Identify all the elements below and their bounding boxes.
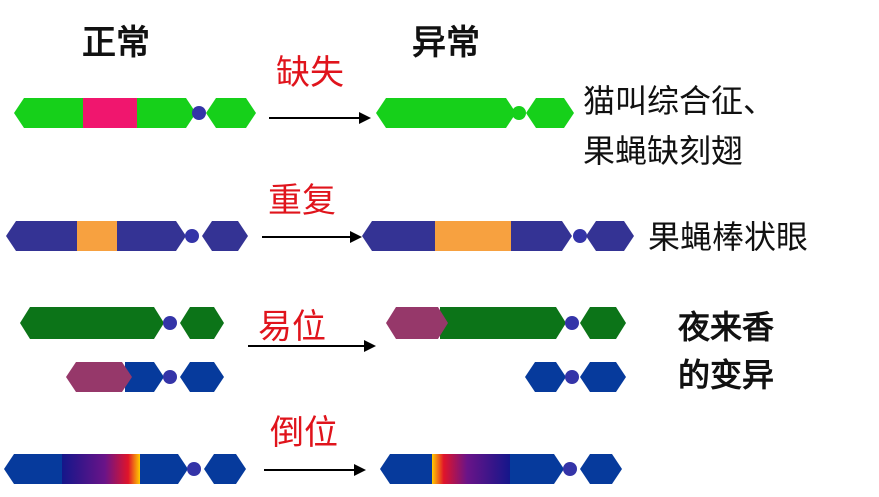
inversion-label: 倒位: [270, 413, 338, 453]
inversion-row: 倒位: [4, 413, 622, 484]
centromere: [512, 106, 526, 120]
duplication-label: 重复: [268, 181, 336, 221]
centromere: [192, 106, 206, 120]
translocation-result-line-2: 的变异: [678, 356, 774, 394]
duplicated-segment: [77, 221, 117, 251]
abnormal-header: 异常: [412, 23, 480, 63]
centromere: [185, 229, 199, 243]
normal-chromosome-deletion: [14, 98, 256, 128]
normal-chromosome-duplication: [6, 221, 248, 251]
deletion-label: 缺失: [276, 53, 344, 93]
deleted-segment: [83, 98, 137, 128]
abnormal-chromosome-inversion: [380, 454, 622, 484]
centromere: [163, 316, 177, 330]
duplication-result: 果蝇棒状眼: [648, 218, 808, 256]
arrow: [264, 464, 366, 476]
inverted-segment: [62, 454, 140, 484]
translocation-row: 易位 夜来香 的变异: [20, 307, 774, 394]
translocation-label: 易位: [258, 307, 326, 347]
duplication-row: 重复 果蝇棒状眼: [6, 181, 808, 256]
normal-chromosome-b-translocation: [66, 362, 224, 392]
arrow: [262, 231, 362, 243]
centromere: [573, 229, 587, 243]
deletion-result-line-2: 果蝇缺刻翅: [583, 132, 743, 170]
inverted-segment: [432, 454, 510, 484]
centromere: [565, 316, 579, 330]
deletion-result-line-1: 猫叫综合征、: [583, 82, 775, 120]
normal-chromosome-inversion: [4, 454, 246, 484]
abnormal-chromosome-b-translocation: [525, 362, 626, 392]
centromere: [187, 462, 201, 476]
deletion-row: 缺失 猫叫综合征、 果蝇缺刻翅: [14, 53, 775, 170]
translocated-segment: [386, 307, 448, 339]
duplicated-segment: [435, 221, 511, 251]
normal-header: 正常: [82, 23, 150, 63]
centromere: [565, 370, 579, 384]
arrow: [248, 340, 376, 352]
arrow: [269, 112, 371, 124]
abnormal-chromosome-a-translocation: [386, 307, 626, 339]
abnormal-chromosome-duplication: [362, 221, 634, 251]
abnormal-chromosome-deletion: [376, 98, 574, 128]
translocated-segment: [66, 362, 132, 392]
centromere: [563, 462, 577, 476]
normal-chromosome-a-translocation: [20, 307, 224, 339]
centromere: [163, 370, 177, 384]
translocation-result-line-1: 夜来香: [677, 308, 774, 346]
